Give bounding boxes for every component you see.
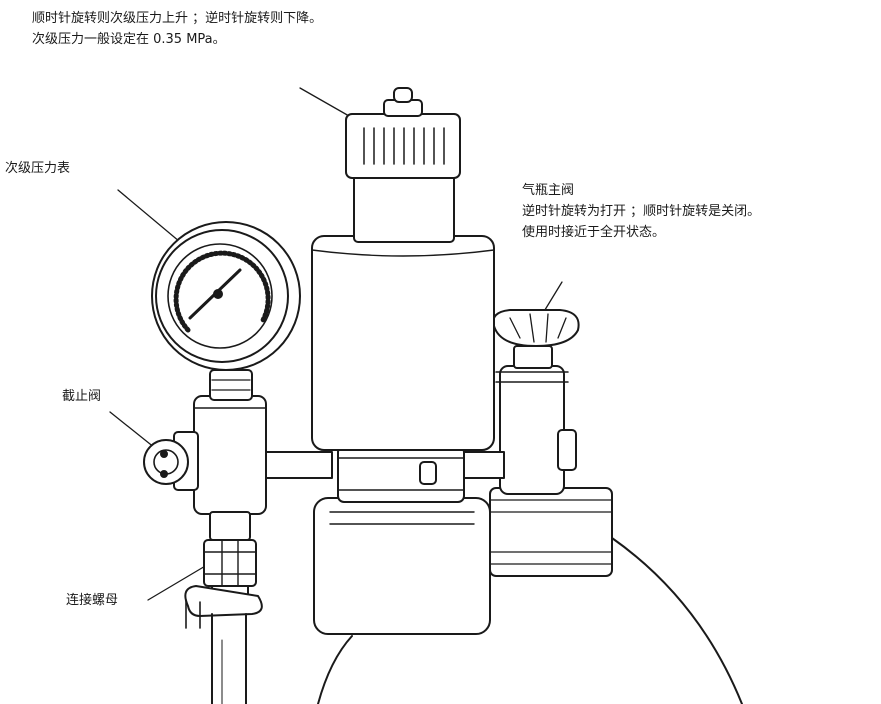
outlet-assembly: [143, 221, 301, 704]
gauge-label: 次级压力表: [5, 161, 71, 176]
connecting-nut: [203, 539, 257, 587]
knob-instruction-line1: 顺时针旋转则次级压力上升 ；逆时针旋转则下降。: [32, 11, 323, 26]
main-valve-body: [499, 365, 565, 495]
main-valve-stem: [513, 345, 553, 369]
stop-valve: [143, 431, 199, 491]
hose: [211, 613, 247, 704]
regulator-bonnet: [311, 235, 495, 451]
main-valve-side-port: [557, 429, 577, 471]
connecting-nut-assembly: [184, 511, 263, 704]
cylinder-shoulder-left: [317, 635, 353, 704]
main-valve-label: 气瓶主阀 逆时针旋转为打开 ；顺时针旋转是关闭。 使用时接近于全开状态。: [522, 180, 760, 243]
knob-grip-ridges: [363, 127, 445, 165]
knob-instruction-line2: 次级压力一般设定在 0.35 MPa。: [32, 32, 226, 47]
gauge-stem: [209, 369, 253, 401]
cylinder-neck-cap: [489, 487, 613, 577]
connecting-nut-label: 连接螺母: [66, 593, 119, 608]
tee-fitting: [193, 395, 267, 515]
pipe-left: [261, 451, 333, 479]
stop-valve-label: 截止阀: [62, 389, 102, 404]
main-valve-handwheel: [492, 309, 580, 347]
hose-clamp: [184, 585, 263, 617]
connecting-pipe: [261, 451, 505, 479]
main-valve-line1: 逆时针旋转为打开 ；顺时针旋转是关闭。: [522, 204, 761, 219]
main-valve-line2: 使用时接近于全开状态。: [522, 225, 666, 240]
regulator: [311, 87, 495, 635]
pressure-gauge: [151, 221, 301, 371]
pipe-right: [463, 451, 505, 479]
gauge-pivot: [213, 289, 223, 299]
gauge-scale-ticks: [173, 250, 271, 333]
leader-nut: [147, 561, 213, 601]
nipple: [209, 511, 251, 541]
cylinder-shoulder-right: [611, 537, 743, 704]
main-valve-title: 气瓶主阀: [522, 183, 575, 198]
main-valve: [492, 309, 580, 495]
regulator-collar: [337, 445, 465, 503]
gas-cylinder: [317, 487, 743, 704]
regulator-lower-body: [313, 497, 491, 635]
knob-instruction-label: 顺时针旋转则次级压力上升 ；逆时针旋转则下降。 次级压力一般设定在 0.35 M…: [32, 8, 322, 50]
adjusting-screw-housing: [353, 171, 455, 243]
adjusting-knob: [345, 113, 461, 179]
knob-tip: [393, 87, 413, 103]
